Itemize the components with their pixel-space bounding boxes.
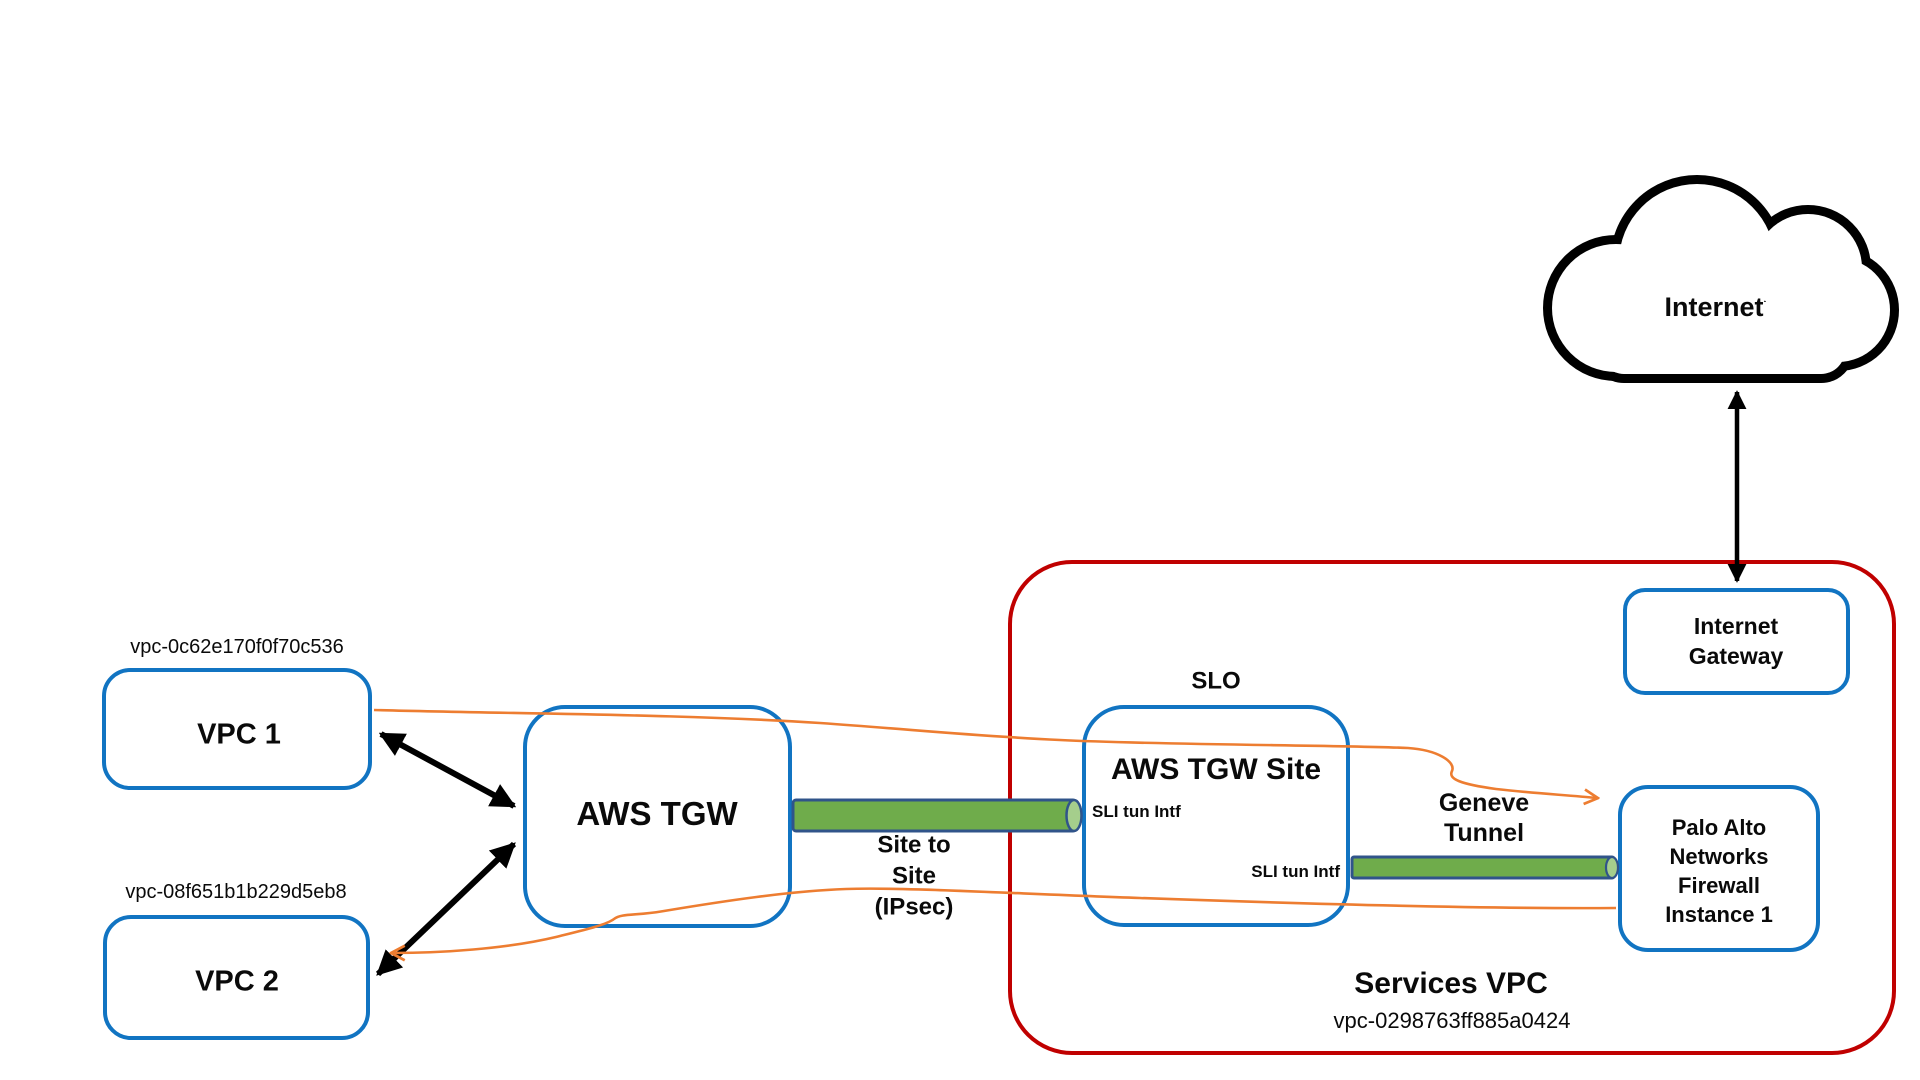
- site-to-site-tunnel-shape: [791, 798, 1083, 833]
- sli-tun-intf-left-label: SLI tun Intf: [1092, 801, 1181, 821]
- vpc2-id-label: vpc-08f651b1b229d5eb8: [125, 881, 347, 903]
- vpc1-label: VPC 1: [197, 718, 281, 751]
- vpc1-id-label: vpc-0c62e170f0f70c536: [130, 636, 344, 658]
- internet-gateway-label: Internet Gateway: [1688, 613, 1784, 669]
- sli-tun-intf-right-label: SLI tun Intf: [1251, 861, 1340, 881]
- palo-alto-firewall-label: Palo Alto Networks Firewall Instance 1: [1665, 815, 1773, 927]
- aws-tgw-site-title: AWS TGW Site: [1111, 753, 1321, 786]
- vpc2-label: VPC 2: [195, 965, 279, 998]
- vpc1-box: [102, 668, 372, 790]
- vpc1-tgw-arrow: [378, 731, 517, 809]
- internet-cloud-icon: [1543, 175, 1899, 383]
- site-to-site-label: Site to Site (IPsec): [874, 831, 954, 921]
- services-vpc-label: Services VPC: [1354, 967, 1548, 1000]
- services-vpc-id-label: vpc-0298763ff885a0424: [1333, 1007, 1571, 1033]
- vpc2-tgw-arrow: [375, 841, 517, 977]
- slo-label: SLO: [1191, 667, 1241, 695]
- aws-tgw-label: AWS TGW: [576, 795, 738, 833]
- geneve-tunnel-label: Geneve Tunnel: [1438, 789, 1530, 847]
- vpc2-box: [103, 915, 370, 1040]
- geneve-tunnel-shape: [1350, 855, 1620, 880]
- internet-label: Internet: [1664, 291, 1764, 322]
